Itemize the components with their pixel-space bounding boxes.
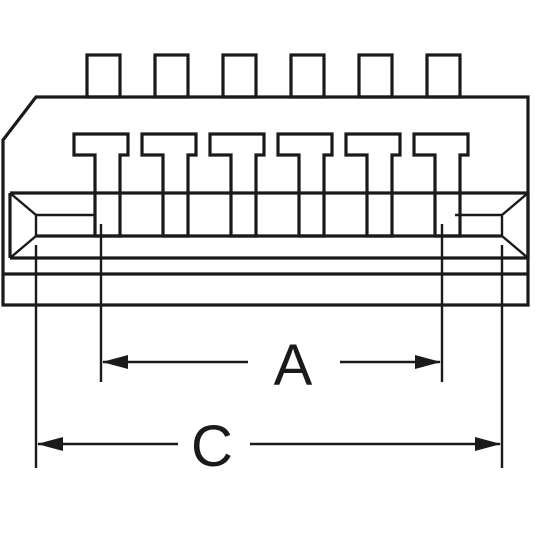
arrowhead-right-icon (475, 437, 501, 451)
inner-contacts (72, 132, 470, 238)
dimension-a: A (102, 333, 441, 398)
inner-contact (412, 132, 470, 238)
arrowhead-left-icon (37, 437, 63, 451)
top-pin-stub (221, 53, 258, 99)
connector-body-outline (1, 95, 530, 307)
inner-contact (276, 132, 334, 238)
arrowhead-left-icon (102, 355, 128, 369)
top-pin-stub (85, 53, 122, 99)
inner-contact (344, 132, 402, 238)
top-pin-stub (153, 53, 190, 99)
dimension-c: C (37, 414, 501, 479)
top-pin-stubs (85, 53, 462, 99)
dimension-a-label: A (274, 333, 313, 398)
left-bevel (8, 192, 95, 259)
top-pin-stub (289, 53, 326, 99)
right-bevel (455, 192, 530, 259)
top-pin-stub (425, 53, 462, 99)
inner-contact (72, 132, 130, 238)
inner-contact (208, 132, 266, 238)
dimension-c-label: C (191, 414, 233, 479)
extension-lines (34, 224, 504, 468)
inner-contact (140, 132, 198, 238)
arrowhead-right-icon (415, 355, 441, 369)
top-pin-stub (357, 53, 394, 99)
